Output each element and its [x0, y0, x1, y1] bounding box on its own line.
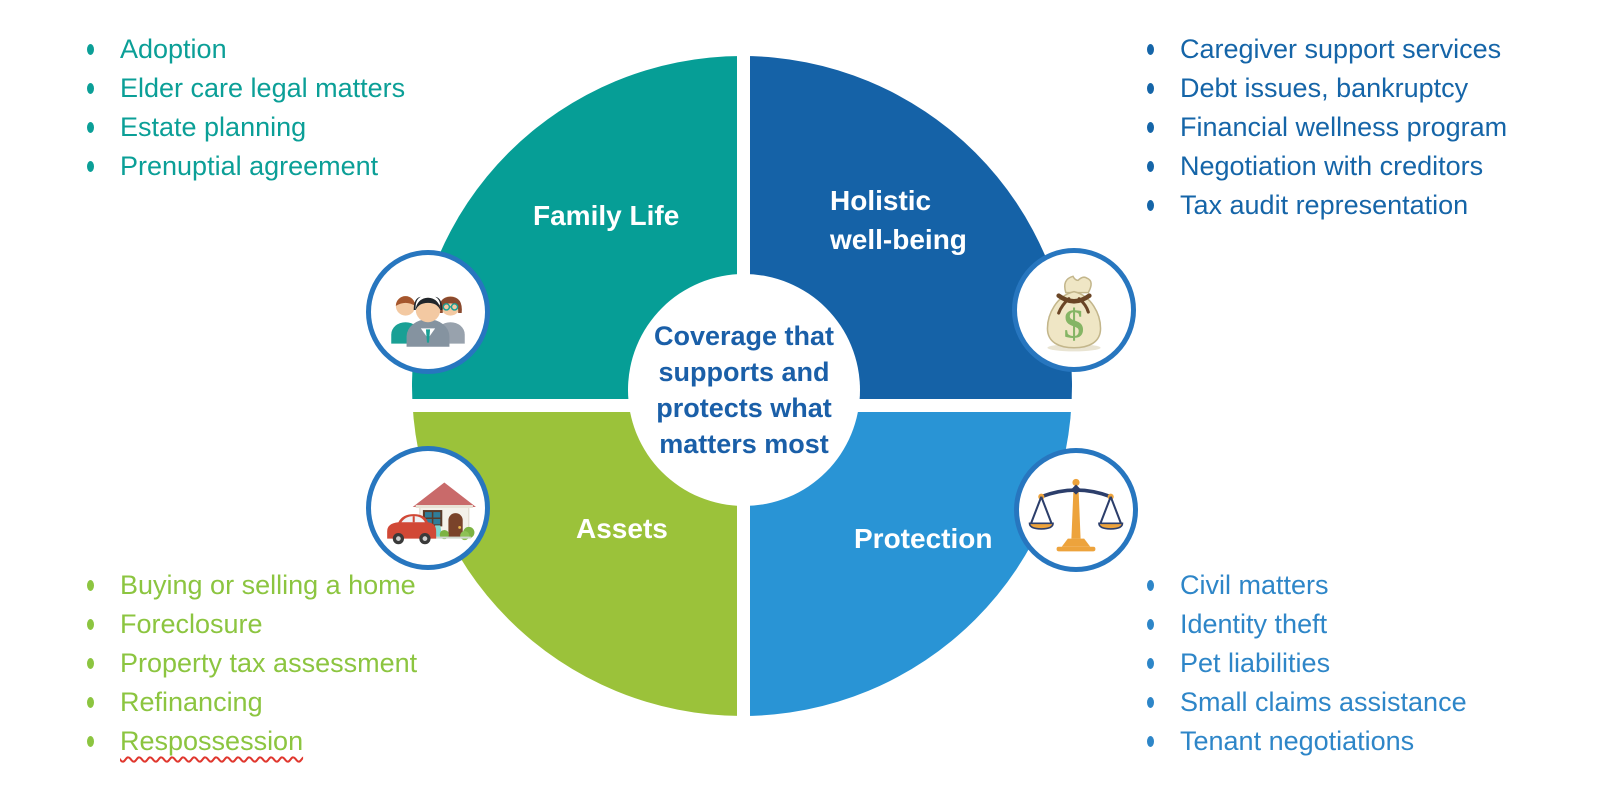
money-bag-icon-badge: $ [1012, 248, 1136, 372]
family-icon-badge [366, 250, 490, 374]
label-line: well-being [830, 224, 967, 255]
bullet-icon [87, 44, 94, 55]
scales-icon-badge [1014, 448, 1138, 572]
list-item: Identity theft [1138, 605, 1467, 644]
list-item: Elder care legal matters [78, 69, 405, 108]
list-item: Property tax assessment [78, 644, 417, 683]
list-item-text: Prenuptial agreement [120, 151, 379, 181]
list-item-text: Buying or selling a home [120, 570, 416, 600]
money-bag-icon: $ [1046, 275, 1102, 352]
center-statement: Coverage that supports and protects what… [628, 274, 860, 506]
list-item-text: Negotiation with creditors [1180, 151, 1484, 181]
list-item: Pet liabilities [1138, 644, 1467, 683]
bullet-icon [87, 658, 94, 669]
house-car-icon [387, 482, 476, 545]
list-item: Respossession [78, 722, 417, 761]
holistic-well-being-list: Caregiver support services Debt issues, … [1138, 30, 1507, 225]
quadrant-label-assets: Assets [576, 513, 668, 544]
list-item-text: Financial wellness program [1180, 112, 1508, 142]
list-item: Negotiation with creditors [1138, 147, 1507, 186]
list-item: Financial wellness program [1138, 108, 1507, 147]
list-item: Buying or selling a home [78, 566, 417, 605]
bullet-icon [1147, 658, 1154, 669]
center-line: Coverage that [653, 321, 835, 351]
bullet-icon [1147, 44, 1154, 55]
bullet-icon [1147, 83, 1154, 94]
bullet-icon [1147, 619, 1154, 630]
bullet-icon [1147, 580, 1154, 591]
list-item-text: Civil matters [1180, 570, 1329, 600]
bullet-icon [1147, 161, 1154, 172]
list-item: Debt issues, bankruptcy [1138, 69, 1507, 108]
list-item-text: Tax audit representation [1180, 190, 1469, 220]
list-item-text: Adoption [120, 34, 227, 64]
center-line: supports and [658, 357, 830, 387]
list-item-text: Estate planning [120, 112, 307, 142]
label-line: Holistic [830, 185, 932, 216]
list-item-text: Identity theft [1180, 609, 1328, 639]
list-item-text: Foreclosure [120, 609, 263, 639]
svg-text:$: $ [1064, 302, 1084, 347]
list-item: Adoption [78, 30, 405, 69]
list-item: Foreclosure [78, 605, 417, 644]
protection-list: Civil matters Identity theft Pet liabili… [1138, 566, 1467, 761]
list-item: Tenant negotiations [1138, 722, 1467, 761]
list-item: Caregiver support services [1138, 30, 1507, 69]
list-item: Tax audit representation [1138, 186, 1507, 225]
list-item: Civil matters [1138, 566, 1467, 605]
bullet-icon [87, 736, 94, 747]
list-item: Small claims assistance [1138, 683, 1467, 722]
list-item-text: Tenant negotiations [1180, 726, 1415, 756]
quadrant-label-holistic-well-being: Holistic well-being [830, 181, 967, 259]
list-item: Estate planning [78, 108, 405, 147]
bullet-icon [87, 697, 94, 708]
assets-list: Buying or selling a home Foreclosure Pro… [78, 566, 417, 761]
bullet-icon [87, 122, 94, 133]
list-item: Prenuptial agreement [78, 147, 405, 186]
bullet-icon [87, 580, 94, 591]
family-icon [391, 296, 465, 347]
list-item-text-misspelled: Respossession [120, 726, 304, 756]
bullet-icon [1147, 697, 1154, 708]
center-line: matters most [659, 429, 829, 459]
list-item-text: Caregiver support services [1180, 34, 1502, 64]
list-item-text: Elder care legal matters [120, 73, 406, 103]
bullet-icon [87, 161, 94, 172]
bullet-icon [87, 619, 94, 630]
quadrant-label-protection: Protection [854, 523, 993, 554]
bullet-icon [1147, 200, 1154, 211]
list-item-text: Property tax assessment [120, 648, 418, 678]
bullet-icon [87, 83, 94, 94]
family-life-list: Adoption Elder care legal matters Estate… [78, 30, 405, 186]
bullet-icon [1147, 122, 1154, 133]
house-car-icon-badge [366, 446, 490, 570]
list-item-text: Debt issues, bankruptcy [1180, 73, 1469, 103]
scales-icon [1028, 478, 1124, 552]
center-line: protects what [656, 393, 832, 423]
list-item-text: Refinancing [120, 687, 263, 717]
quadrant-label-family-life: Family Life [533, 200, 680, 231]
list-item-text: Pet liabilities [1180, 648, 1331, 678]
list-item-text: Small claims assistance [1180, 687, 1467, 717]
list-item: Refinancing [78, 683, 417, 722]
bullet-icon [1147, 736, 1154, 747]
